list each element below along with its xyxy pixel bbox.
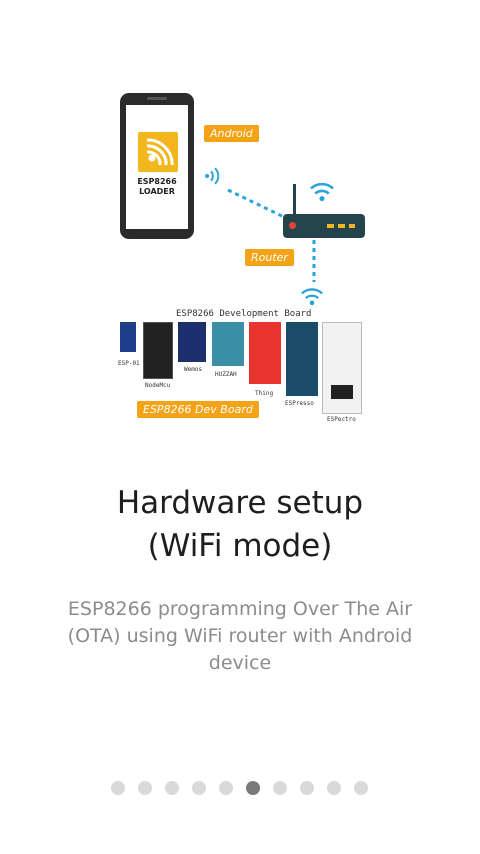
page-description: ESP8266 programming Over The Air (OTA) u… bbox=[67, 598, 413, 674]
board-thing bbox=[249, 322, 281, 384]
page-dot-4[interactable] bbox=[192, 781, 206, 795]
board-huzzah bbox=[212, 322, 244, 366]
phone-speaker bbox=[147, 97, 167, 100]
dev-board-title: ESP8266 Development Board bbox=[176, 309, 312, 319]
page-dot-8[interactable] bbox=[300, 781, 314, 795]
page-dot-10[interactable] bbox=[354, 781, 368, 795]
dev-board-tag: ESP8266 Dev Board bbox=[137, 401, 259, 418]
esp-logo-icon bbox=[138, 132, 178, 172]
phone-wifi-icon bbox=[205, 167, 220, 185]
board-label: ESP-01 bbox=[118, 360, 140, 367]
router-wifi-icon bbox=[310, 182, 334, 202]
page-dot-9[interactable] bbox=[327, 781, 341, 795]
page-indicator bbox=[111, 781, 368, 795]
board-wifi-icon bbox=[300, 288, 324, 306]
phone-graphic: ESP8266 LOADER bbox=[120, 93, 194, 239]
page-dot-1[interactable] bbox=[111, 781, 125, 795]
board-wemos bbox=[178, 322, 206, 362]
page-dot-6-active[interactable] bbox=[246, 781, 260, 795]
board-label: ESPresso bbox=[285, 400, 314, 407]
board-esp01 bbox=[120, 322, 136, 352]
board-espresso bbox=[286, 322, 318, 396]
router-tag: Router bbox=[245, 249, 294, 266]
hardware-setup-illustration: ESP8266 LOADER Android Router bbox=[108, 88, 372, 428]
router-status-leds bbox=[327, 224, 355, 228]
board-label: Thing bbox=[255, 390, 274, 397]
page-dot-2[interactable] bbox=[138, 781, 152, 795]
router-graphic bbox=[283, 184, 365, 238]
router-power-led bbox=[289, 222, 296, 229]
board-label: NodeMcu bbox=[145, 382, 171, 389]
board-label: Wemos bbox=[184, 366, 203, 373]
page-title: Hardware setup (WiFi mode) bbox=[116, 485, 364, 564]
router-board-link bbox=[312, 240, 316, 282]
android-tag: Android bbox=[204, 125, 259, 142]
page-dot-7[interactable] bbox=[273, 781, 287, 795]
phone-app-label: ESP8266 LOADER bbox=[137, 177, 177, 196]
espectro-module bbox=[331, 385, 353, 399]
phone-screen: ESP8266 LOADER bbox=[126, 105, 188, 229]
board-espectro bbox=[322, 322, 362, 414]
router-antenna bbox=[293, 184, 296, 214]
page-dot-3[interactable] bbox=[165, 781, 179, 795]
board-label: HUZZAH bbox=[215, 371, 237, 378]
phone-router-link bbox=[227, 188, 287, 220]
page-dot-5[interactable] bbox=[219, 781, 233, 795]
board-nodemcu bbox=[143, 322, 173, 379]
board-label: ESPectro bbox=[327, 416, 356, 423]
